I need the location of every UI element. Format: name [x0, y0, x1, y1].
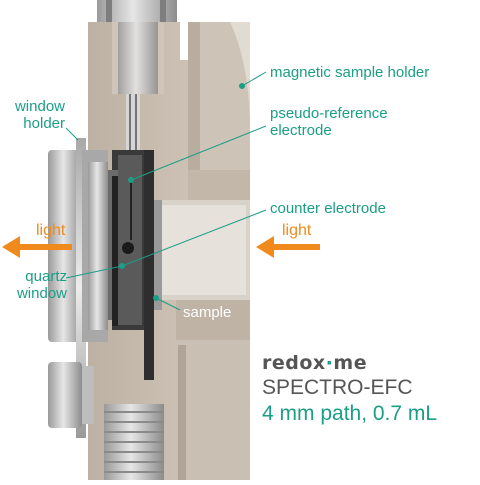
- light-arrow-right: [256, 236, 320, 258]
- label-sample: sample: [183, 304, 232, 321]
- leader-magnetic-holder: [241, 71, 267, 87]
- label-light-right: light: [282, 222, 312, 239]
- product-name: SPECTRO-EFC: [262, 376, 413, 399]
- leader-quartz-window: [65, 265, 123, 279]
- label-holder: holder: [23, 115, 65, 132]
- leader-sample: [155, 297, 181, 311]
- brand-prefix: redox: [262, 352, 326, 374]
- magnetic-sample-holder-part: [188, 22, 250, 200]
- label-quartz: quartz: [25, 268, 67, 285]
- leader-counter-electrode: [121, 209, 267, 267]
- leader-window-holder: [65, 127, 79, 141]
- brand-accent: ·: [325, 352, 334, 374]
- light-arrow-left: [2, 236, 72, 258]
- label-magnetic-sample-holder: magnetic sample holder: [270, 64, 430, 81]
- label-pseudo-reference-electrode: electrode: [270, 122, 332, 139]
- label-counter-electrode: counter electrode: [270, 200, 386, 217]
- leader-pseudo-reference: [130, 125, 267, 181]
- brand-suffix: me: [333, 352, 368, 374]
- label-light-left: light: [36, 222, 66, 239]
- product-spec: 4 mm path, 0.7 mL: [262, 402, 438, 425]
- top-fitting: [97, 0, 177, 22]
- label-pseudo-reference: pseudo-reference: [270, 105, 388, 122]
- brand-logo: redox·me: [262, 352, 367, 374]
- label-quartz-window: window: [16, 285, 67, 302]
- label-window: window: [14, 98, 65, 115]
